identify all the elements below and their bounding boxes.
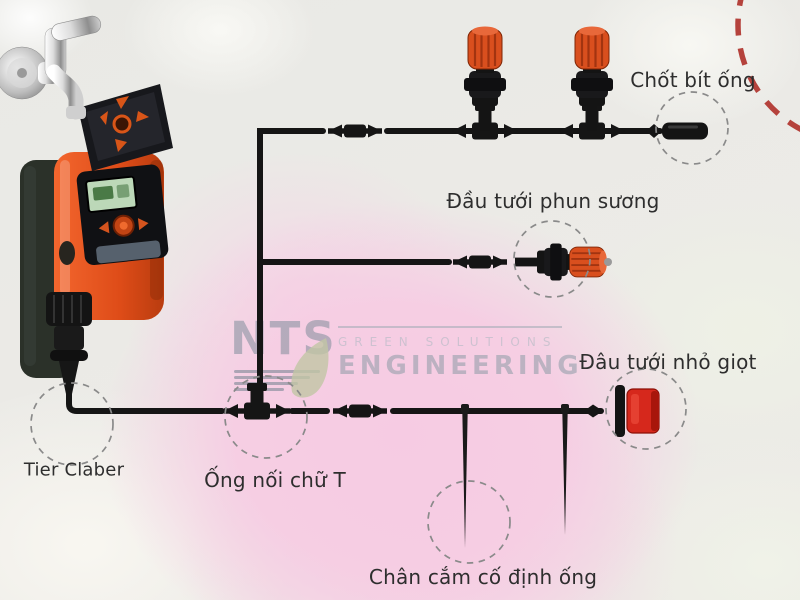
inline-coupler [328, 125, 382, 138]
leaf-icon [291, 338, 329, 398]
callout-circle-stake [427, 480, 511, 564]
water-timer [20, 84, 173, 394]
fixing-stakes [461, 404, 569, 548]
mist-sprayer [462, 25, 508, 133]
watermark-logo: NTS GREEN SOLUTIONS ENGINEERING [226, 312, 583, 406]
callout-circle-timer [30, 382, 114, 466]
mist-sprayer [569, 25, 615, 133]
label-stake: Chân cắm cố định ống [368, 565, 598, 589]
callout-circle-tee [224, 375, 308, 459]
timer-lid [78, 84, 173, 171]
trunk-tube [257, 128, 326, 399]
faucet [0, 15, 102, 120]
timer-front-panel [76, 164, 169, 266]
red-dashed-arc [735, 0, 800, 132]
sprayer-nozzle-tip [604, 258, 612, 266]
inline-coupler [453, 256, 507, 269]
callout-circle-mist [513, 220, 591, 298]
end-plug [640, 122, 708, 140]
watermark-acronym: NTS [230, 312, 337, 365]
watermark-tagline: GREEN SOLUTIONS [338, 335, 558, 349]
callout-circle-end-plug [655, 91, 729, 165]
label-drip-head: Đâu tưới nhỏ giọt [579, 350, 757, 374]
watermark-rule [338, 326, 562, 328]
mist-sprayer-horizontal [514, 242, 608, 282]
drip-emitter [584, 385, 660, 437]
watermark-text-block: GREEN SOLUTIONS ENGINEERING [338, 326, 583, 381]
watermark-name: ENGINEERING [338, 351, 583, 381]
timer-feed-tube [66, 388, 225, 414]
inline-coupler [333, 405, 387, 418]
timer-outlet [46, 292, 92, 394]
label-end-plug: Chốt bít ống [630, 68, 756, 92]
label-timer: Tier Claber [23, 459, 125, 481]
label-mist-head: Đầu tưới phun sương [446, 189, 660, 213]
label-tee: Ống nối chữ T [204, 468, 346, 492]
callout-circle-drip [605, 368, 687, 450]
tee-connector-main [224, 383, 290, 420]
